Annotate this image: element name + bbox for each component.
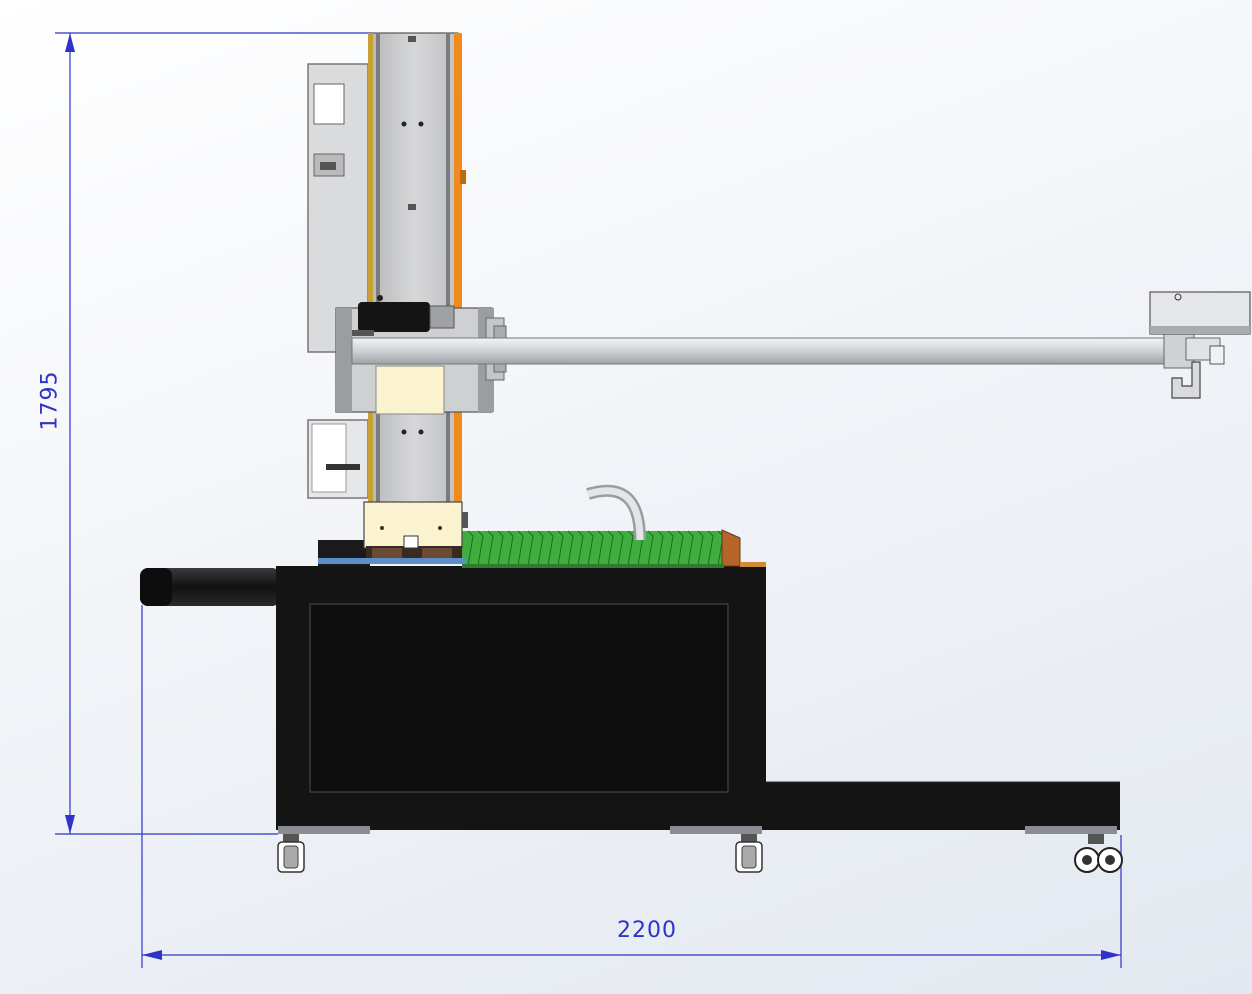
- height-dimension-label: 1795: [37, 370, 63, 431]
- end-effector: [1149, 291, 1251, 399]
- bellows-cover: [462, 529, 766, 568]
- base-frame: [140, 566, 1120, 834]
- caster-rear: [1074, 834, 1123, 873]
- vertical-column: [368, 32, 466, 563]
- width-dimension-label: 2200: [617, 918, 677, 943]
- caster-front: [277, 834, 305, 873]
- curved-pipe: [586, 484, 646, 541]
- horizontal-arm: [351, 331, 1221, 369]
- lower-head: [318, 501, 468, 564]
- dimension-height: [55, 32, 372, 835]
- caster-middle: [735, 834, 763, 873]
- side-cabinet: [307, 63, 370, 566]
